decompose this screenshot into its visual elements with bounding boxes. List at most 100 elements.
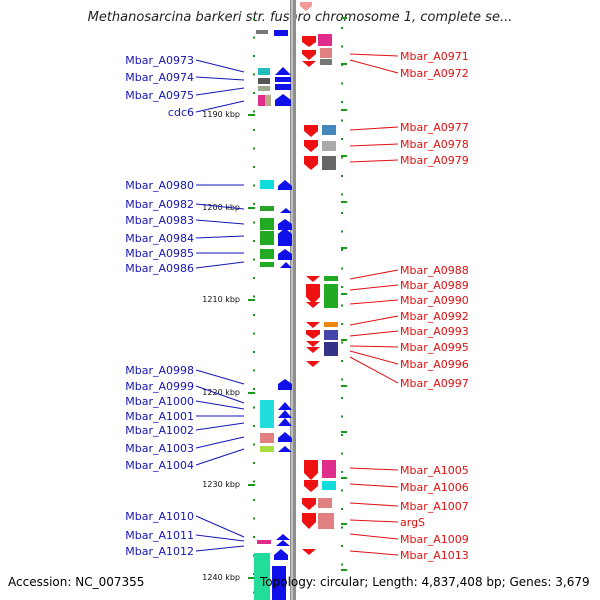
gene-block[interactable] bbox=[322, 125, 336, 135]
gene-label[interactable]: Mbar_A1006 bbox=[400, 481, 469, 494]
minor-tick bbox=[341, 267, 343, 270]
kbp-tick bbox=[248, 577, 255, 579]
gene-label[interactable]: Mbar_A0985 bbox=[125, 247, 194, 260]
gene-block[interactable] bbox=[258, 68, 270, 75]
minor-tick bbox=[341, 193, 343, 196]
gene-block[interactable] bbox=[260, 206, 274, 211]
major-tick bbox=[341, 201, 347, 203]
minor-tick bbox=[341, 452, 343, 455]
leader-line bbox=[349, 550, 399, 556]
gene-label[interactable]: Mbar_A0973 bbox=[125, 54, 194, 67]
gene-block[interactable] bbox=[324, 342, 338, 356]
gene-label[interactable]: Mbar_A1013 bbox=[400, 549, 469, 562]
gene-label[interactable]: Mbar_A0979 bbox=[400, 154, 469, 167]
gene-label[interactable]: argS bbox=[400, 516, 425, 529]
gene-label[interactable]: cdc6 bbox=[168, 106, 194, 119]
minor-tick bbox=[253, 388, 255, 390]
gene-block[interactable] bbox=[320, 59, 332, 65]
kbp-label: 1190 kbp bbox=[202, 110, 240, 119]
gene-label[interactable]: Mbar_A0977 bbox=[400, 121, 469, 134]
kbp-tick bbox=[248, 484, 255, 486]
gene-label[interactable]: Mbar_A0992 bbox=[400, 310, 469, 323]
gene-label[interactable]: Mbar_A1004 bbox=[125, 459, 194, 472]
leader-line bbox=[195, 87, 245, 96]
accession-label: Accession: NC_007355 bbox=[8, 575, 145, 589]
gene-label[interactable]: Mbar_A0980 bbox=[125, 179, 194, 192]
gene-label[interactable]: Mbar_A0971 bbox=[400, 50, 469, 63]
gene-block[interactable] bbox=[260, 400, 274, 428]
gene-label[interactable]: Mbar_A1001 bbox=[125, 410, 194, 423]
minor-tick bbox=[341, 397, 343, 399]
leader-line bbox=[195, 515, 245, 538]
leader-line bbox=[195, 545, 245, 552]
gene-block[interactable] bbox=[260, 218, 274, 230]
gene-label[interactable]: Mbar_A0983 bbox=[125, 214, 194, 227]
gene-label[interactable]: Mbar_A0986 bbox=[125, 262, 194, 275]
gene-label[interactable]: Mbar_A0996 bbox=[400, 358, 469, 371]
gene-block[interactable] bbox=[322, 481, 336, 490]
gene-block[interactable] bbox=[258, 78, 270, 84]
gene-label[interactable]: Mbar_A0975 bbox=[125, 89, 194, 102]
leader-line bbox=[195, 385, 245, 404]
gene-label[interactable]: Mbar_A0972 bbox=[400, 67, 469, 80]
gene-label[interactable]: Mbar_A1009 bbox=[400, 533, 469, 546]
minor-tick bbox=[253, 314, 255, 316]
minor-tick bbox=[253, 295, 255, 298]
gene-block[interactable] bbox=[260, 433, 274, 443]
minor-tick bbox=[341, 82, 343, 85]
gene-label[interactable]: Mbar_A0999 bbox=[125, 380, 194, 393]
gene-block[interactable] bbox=[322, 141, 336, 151]
gene-block[interactable] bbox=[324, 284, 338, 308]
gene-block[interactable] bbox=[320, 48, 332, 58]
map-title: Methanosarcina barkeri str. fusaro chrom… bbox=[87, 10, 513, 25]
gene-label[interactable]: Mbar_A0990 bbox=[400, 294, 469, 307]
gene-block[interactable] bbox=[318, 498, 332, 508]
leader-line bbox=[349, 299, 399, 305]
gene-label[interactable]: Mbar_A0997 bbox=[400, 377, 469, 390]
gene-block[interactable] bbox=[254, 553, 270, 600]
gene-label[interactable]: Mbar_A0993 bbox=[400, 325, 469, 338]
gene-block[interactable] bbox=[322, 156, 336, 170]
reverse-genes bbox=[318, 34, 338, 529]
gene-label[interactable]: Mbar_A0995 bbox=[400, 341, 469, 354]
gene-label[interactable]: Mbar_A0989 bbox=[400, 279, 469, 292]
minor-tick bbox=[341, 304, 343, 307]
gene-label[interactable]: Mbar_A1002 bbox=[125, 424, 194, 437]
gene-label[interactable]: Mbar_A1012 bbox=[125, 545, 194, 558]
gene-block[interactable] bbox=[257, 540, 271, 544]
gene-block[interactable] bbox=[324, 276, 338, 281]
gene-label[interactable]: Mbar_A1005 bbox=[400, 464, 469, 477]
genome-summary: Topology: circular; Length: 4,837,408 bp… bbox=[260, 575, 590, 589]
gene-block[interactable] bbox=[318, 34, 332, 46]
gene-label[interactable]: Mbar_A0984 bbox=[125, 232, 194, 245]
gene-block[interactable] bbox=[258, 86, 270, 91]
gene-label[interactable]: Mbar_A1007 bbox=[400, 500, 469, 513]
gene-label[interactable]: Mbar_A0974 bbox=[125, 71, 194, 84]
gene-block[interactable] bbox=[260, 446, 274, 452]
gene-block[interactable] bbox=[324, 330, 338, 340]
gene-block[interactable] bbox=[260, 262, 274, 267]
gene-block[interactable] bbox=[260, 231, 274, 245]
gene-block[interactable] bbox=[324, 322, 338, 327]
gene-label[interactable]: Mbar_A1003 bbox=[125, 442, 194, 455]
gene-block[interactable] bbox=[260, 249, 274, 259]
gene-block[interactable] bbox=[322, 460, 336, 478]
gene-block[interactable] bbox=[260, 180, 274, 189]
gene-label[interactable]: Mbar_A0982 bbox=[125, 198, 194, 211]
gene-label[interactable]: Mbar_A1011 bbox=[125, 529, 194, 542]
leader-line bbox=[349, 483, 399, 488]
gene-label[interactable]: Mbar_A0988 bbox=[400, 264, 469, 277]
gene-label[interactable]: Mbar_A1010 bbox=[125, 510, 194, 523]
gene-label[interactable]: Mbar_A1000 bbox=[125, 395, 194, 408]
minor-tick bbox=[341, 489, 343, 492]
gene-block[interactable] bbox=[258, 95, 265, 106]
minor-tick bbox=[341, 119, 343, 122]
gene-label[interactable]: Mbar_A0998 bbox=[125, 364, 194, 377]
gene-label[interactable]: Mbar_A0978 bbox=[400, 138, 469, 151]
minor-tick bbox=[341, 360, 343, 362]
gene-block[interactable] bbox=[265, 95, 271, 106]
gene-block[interactable] bbox=[318, 513, 334, 529]
gene-block[interactable] bbox=[256, 30, 268, 34]
